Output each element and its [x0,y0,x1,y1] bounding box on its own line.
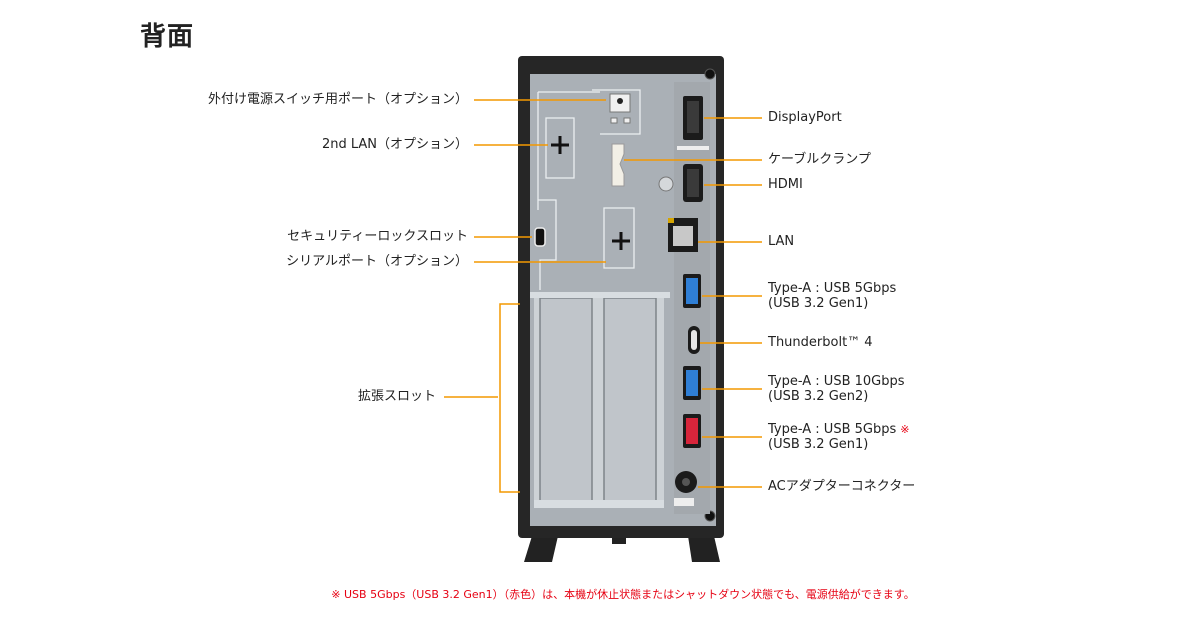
left-foot [524,536,558,562]
label-usb-5gbps-line2: (USB 3.2 Gen1) [768,296,869,311]
top-right-screw [704,68,716,80]
label-serial-port: シリアルポート（オプション） [286,254,468,269]
label-expansion-slot: 拡張スロット [357,389,436,404]
note-mark: ※ [900,423,910,436]
label-usb-5gbps-red-line2: (USB 3.2 Gen1) [768,437,869,452]
label-thunderbolt: Thunderbolt™ 4 [768,335,873,350]
label-security-lock-slot: セキュリティーロックスロット [287,229,468,244]
label-power-switch-port: 外付け電源スイッチ用ポート（オプション） [207,92,468,107]
cable-clamp [611,143,625,187]
security-lock-slot [534,227,546,247]
label-usb-10gbps-line2: (USB 3.2 Gen2) [768,389,869,404]
footnote: ※ USB 5Gbps（USB 3.2 Gen1）（赤色）は、本機が休止状態また… [331,588,915,601]
serial-cover-mark [612,232,630,250]
label-usb-5gbps-red-line1: Type-A : USB 5Gbps [768,422,897,437]
label-lan2: 2nd LAN（オプション） [321,137,468,152]
label-usb-10gbps-line1: Type-A : USB 10Gbps [768,374,905,389]
label-usb-5gbps: Type-A : USB 5Gbps (USB 3.2 Gen1) [768,281,896,311]
label-lan: LAN [768,234,795,249]
label-usb-5gbps-red: Type-A : USB 5Gbps※ (USB 3.2 Gen1) [768,422,909,452]
label-ac-adapter: ACアダプターコネクター [768,479,916,494]
lan2-cover-mark [551,136,569,154]
label-cable-clamp: ケーブルクランプ [768,152,871,167]
label-usb-10gbps: Type-A : USB 10Gbps (USB 3.2 Gen2) [768,374,905,404]
right-foot [688,536,720,562]
page-title: 背面 [140,22,195,52]
label-displayport: DisplayPort [768,110,842,125]
bracket-expansion [499,303,520,493]
expansion-slot-cover-1 [539,297,593,505]
expansion-slot-cover-2 [603,297,657,505]
label-hdmi: HDMI [768,177,803,192]
label-usb-5gbps-line1: Type-A : USB 5Gbps [768,281,897,296]
